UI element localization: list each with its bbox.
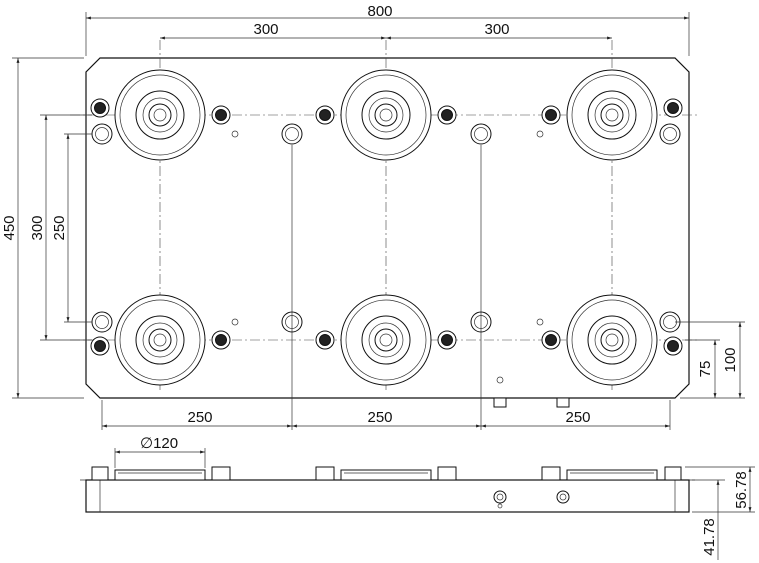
dimension-right-offsets: 75 100 [675, 321, 745, 399]
receiver-bottom-right [566, 294, 658, 386]
dimension-overall-height: 450 [1, 57, 84, 399]
row-pitch-label: 300 [29, 215, 46, 240]
receiver-top-right [566, 69, 658, 161]
overall-height-label: 450 [1, 215, 18, 240]
dimension-overall-width: 800 [85, 3, 690, 56]
dimension-pin-pitch: 250 [51, 133, 92, 323]
spacing-left-label: 300 [253, 21, 278, 38]
pin-pitch-label: 250 [51, 215, 68, 240]
locating-pins [91, 123, 681, 333]
offset-small-label: 75 [697, 361, 714, 378]
dimension-side-heights: 56.78 41.78 [685, 466, 755, 560]
bottom-right-label: 250 [565, 409, 590, 426]
offset-large-label: 100 [722, 347, 739, 372]
diameter-symbol: ∅ [140, 435, 153, 452]
bottom-left-label: 250 [187, 409, 212, 426]
diameter-label: 120 [153, 435, 178, 452]
receiver-top-left [114, 69, 206, 161]
height-plate-label: 41.78 [701, 518, 718, 556]
bottom-mid-label: 250 [367, 409, 392, 426]
side-view [80, 466, 695, 513]
plate-outline [85, 57, 690, 399]
air-fittings [493, 376, 570, 408]
dimension-row-pitch: 300 [29, 114, 92, 341]
overall-width-label: 800 [367, 3, 392, 20]
dimension-diameter: ∅120 [114, 435, 206, 468]
svg-text:∅120: ∅120 [140, 435, 178, 452]
dimension-spacing: 300 300 [160, 21, 612, 40]
receiver-top-middle [340, 69, 432, 161]
spacing-right-label: 300 [484, 21, 509, 38]
height-total-label: 56.78 [733, 471, 750, 509]
receiver-bottom-left [114, 294, 206, 386]
receiver-bottom-middle [340, 294, 432, 386]
dimension-bottom-chain: 250 250 250 [101, 145, 671, 430]
